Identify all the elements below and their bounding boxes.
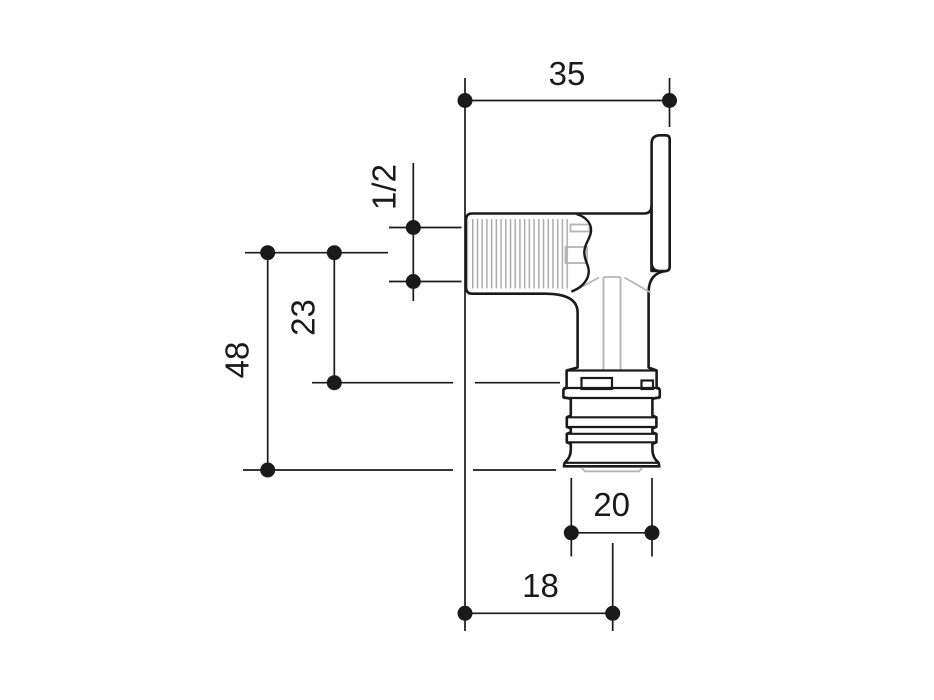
dot	[260, 245, 276, 261]
dim-label-23: 23	[285, 299, 322, 336]
dim-label-18: 18	[522, 567, 559, 604]
mounting-flange	[650, 134, 671, 273]
dot	[260, 462, 276, 478]
dot	[644, 525, 660, 541]
dimension-lines	[243, 78, 671, 631]
dot	[326, 245, 342, 261]
collar-window-left	[580, 376, 614, 391]
dot	[605, 605, 621, 621]
dot	[405, 274, 421, 289]
dim-label-half: 1/2	[366, 164, 403, 210]
inner-cone-right	[624, 276, 651, 294]
dot	[662, 93, 677, 108]
dim-label-20: 20	[593, 486, 630, 523]
dimension-dots	[260, 93, 677, 621]
thread-end-curve	[571, 212, 593, 293]
dot	[326, 375, 342, 391]
dot	[457, 93, 473, 108]
dot	[457, 605, 473, 621]
dot	[563, 525, 579, 541]
barb-detail-lines	[563, 369, 660, 464]
dot	[405, 220, 421, 235]
bottom-recess	[580, 467, 643, 473]
dimension-labels: 35 1/2 23 48 20 18	[219, 55, 631, 604]
inner-detail-upper	[569, 223, 591, 233]
dim-label-48: 48	[219, 342, 256, 379]
hidden-lines	[564, 223, 651, 473]
collar-window-right	[640, 379, 655, 391]
dim-label-35: 35	[549, 55, 586, 92]
thread-hatch	[468, 219, 570, 289]
fitting-body	[464, 134, 671, 473]
